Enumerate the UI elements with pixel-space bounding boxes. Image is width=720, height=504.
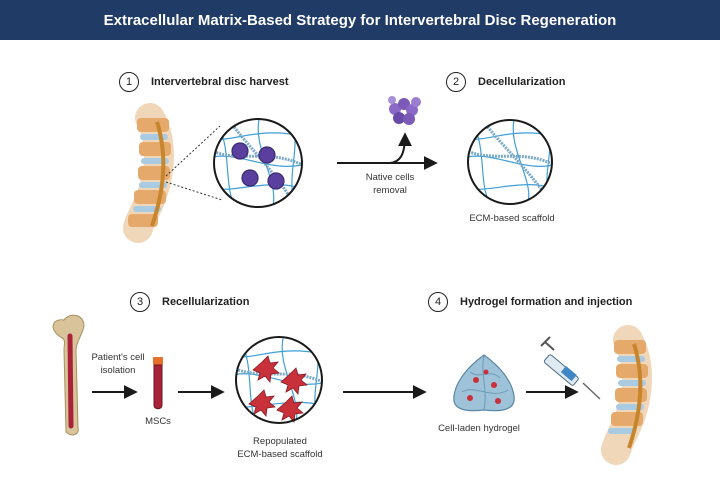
zoom-line-top bbox=[165, 125, 221, 177]
cell-laden-hydrogel-label: Cell-laden hydrogel bbox=[438, 423, 520, 434]
repopulated-scaffold-label: Repopulated ECM-based scaffold bbox=[230, 436, 330, 462]
msc-cell bbox=[280, 367, 308, 395]
native-cell bbox=[231, 142, 249, 160]
page-title: Extracellular Matrix-Based Strategy for … bbox=[103, 11, 617, 29]
step-2-heading: 2 Decellularization bbox=[446, 72, 565, 92]
spine-illustration bbox=[123, 103, 174, 243]
step-1-heading: 1 Intervertebral disc harvest bbox=[119, 72, 289, 92]
repopulated-scaffold-circle bbox=[235, 336, 323, 424]
label-line: isolation bbox=[100, 364, 136, 376]
native-cells-removal-label: Native cells removal bbox=[350, 172, 430, 198]
step-1-number: 1 bbox=[119, 72, 139, 92]
step-1-title: Intervertebral disc harvest bbox=[151, 76, 289, 88]
step-3-number: 3 bbox=[130, 292, 150, 312]
label-line: ECM-based scaffold bbox=[237, 448, 323, 460]
step-2-number: 2 bbox=[446, 72, 466, 92]
step-4-number: 4 bbox=[428, 292, 448, 312]
native-cell bbox=[267, 172, 285, 190]
step-4-heading: 4 Hydrogel formation and injection bbox=[428, 292, 632, 312]
harvest-zoom-circle bbox=[213, 118, 303, 208]
msc-test-tube bbox=[153, 357, 163, 410]
mscs-label: MSCs bbox=[145, 416, 171, 427]
step-2-title: Decellularization bbox=[478, 76, 566, 88]
syringe-icon bbox=[540, 336, 601, 400]
spine-injection-site bbox=[601, 325, 652, 465]
label-line: Patient's cell bbox=[91, 352, 145, 363]
removed-cells-cluster bbox=[388, 96, 421, 125]
arrow-cell-removal bbox=[389, 132, 412, 164]
label-line: Repopulated bbox=[253, 436, 307, 447]
femur-bone-illustration bbox=[52, 314, 85, 436]
step-3-title: Recellularization bbox=[162, 296, 250, 308]
step-3-heading: 3 Recellularization bbox=[130, 292, 249, 312]
zoom-line-bottom bbox=[165, 181, 223, 201]
msc-cell bbox=[252, 355, 280, 383]
decellularized-scaffold-circle bbox=[467, 119, 553, 205]
label-line: removal bbox=[373, 184, 407, 196]
msc-cell bbox=[276, 395, 304, 423]
native-cell bbox=[241, 169, 259, 187]
label-line: Native cells bbox=[365, 172, 415, 183]
header-banner: Extracellular Matrix-Based Strategy for … bbox=[0, 0, 720, 40]
ecm-scaffold-label: ECM-based scaffold bbox=[469, 213, 555, 224]
native-cell bbox=[258, 146, 276, 164]
cell-laden-hydrogel bbox=[453, 354, 515, 412]
msc-cell bbox=[248, 389, 276, 417]
step-4-title: Hydrogel formation and injection bbox=[460, 296, 633, 308]
patient-cell-isolation-label: Patient's cell isolation bbox=[80, 352, 156, 378]
